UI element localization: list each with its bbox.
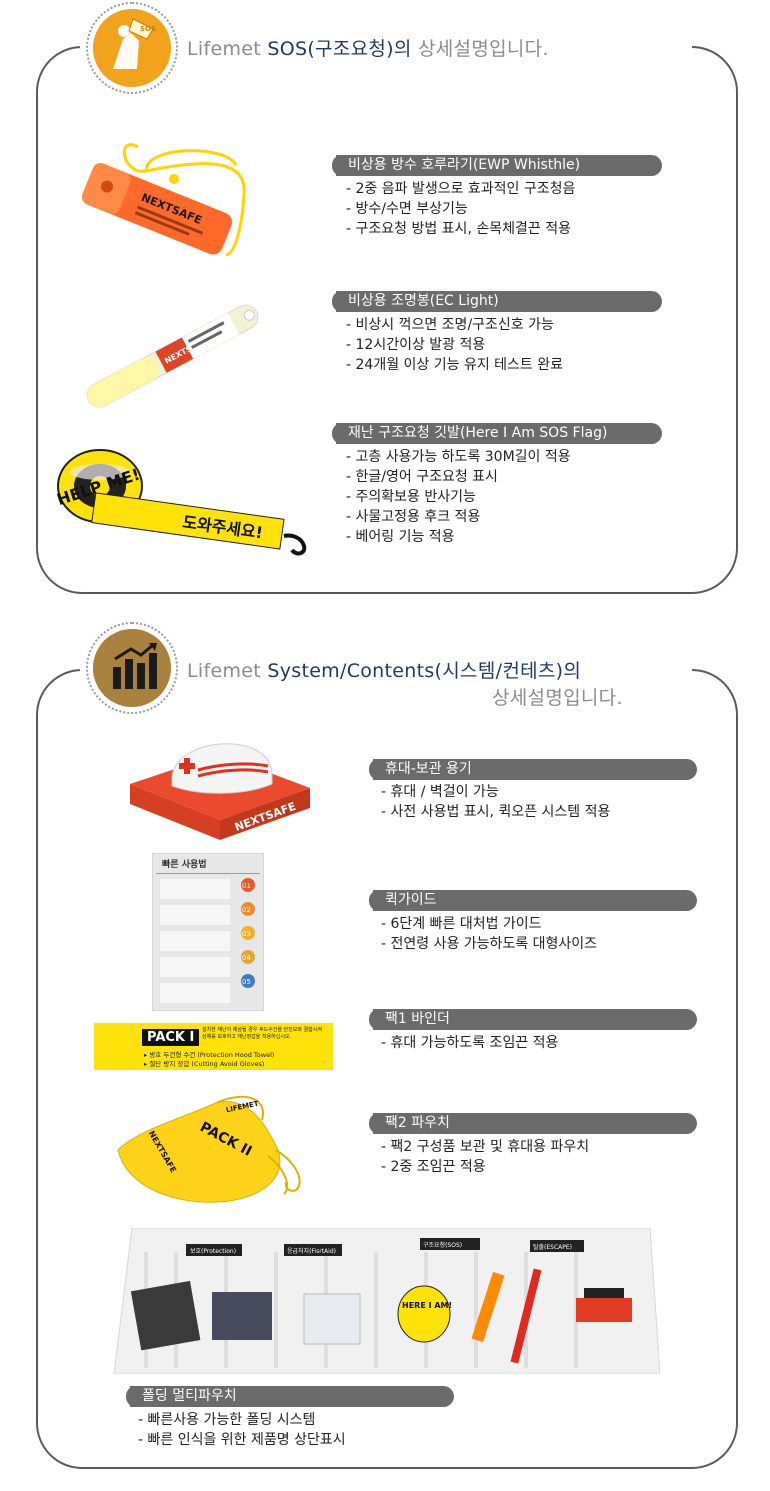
guide-step-1: 01 (242, 882, 251, 890)
pouch-label-firstaid: 응급처치(FisrtAid) (287, 1247, 336, 1255)
guide-bullet-1: - 6단계 빠른 대처법 가이드 (381, 916, 542, 932)
whistle-bullet-2: - 방수/수면 부상기능 (346, 201, 468, 217)
pack2-bullet-2: - 2중 조임끈 적용 (381, 1159, 486, 1175)
pack1-item-2: ▸ 절단 방지 장갑 (Cutting Avoid Gloves) (144, 1060, 265, 1068)
flag-bullet-1: - 고층 사용가능 하도록 30M길이 적용 (346, 449, 571, 465)
product-name-pack2: 팩2 파우치 (369, 1113, 697, 1134)
pack1-title: PACK I (142, 1029, 200, 1046)
container-bullet-1: - 휴대 / 벽걸이 가능 (381, 784, 499, 800)
flag-bullet-2: - 한글/영어 구조요청 표시 (346, 469, 498, 485)
guide-step-list: 01 02 03 04 05 (160, 878, 255, 1003)
product-name-whistle: 비상용 방수 호루라기(EWP Whisthle) (332, 155, 662, 176)
product-name-flag: 재난 구조요청 깃발(Here I Am SOS Flag) (332, 423, 662, 444)
system-section-title-line2: 상세설명입니다. (492, 687, 623, 709)
sos-section-title: Lifemet SOS(구조요청)의 상세설명입니다. (187, 38, 549, 60)
light-stick-image: NEXTSAFE (86, 304, 259, 408)
light-bullet-2: - 12시간이상 발광 적용 (346, 337, 486, 353)
sos-person-icon: SOS (93, 9, 171, 87)
light-bullet-1: - 비상시 꺽으면 조명/구조신호 가능 (346, 317, 554, 333)
guide-step-4: 04 (242, 954, 251, 962)
guide-step-3: 03 (242, 930, 251, 938)
guide-step-5: 05 (242, 978, 251, 986)
sos-badge: SOS (86, 2, 178, 94)
flag-bullet-5: - 베어링 기능 적용 (346, 529, 455, 545)
product-name-light: 비상용 조명봉(EC Light) (332, 291, 662, 312)
pack1-label-image: PACK I 설치한 재난이 예상될 경우 후드수건을 안전모와 결합시켜 상체… (94, 1023, 333, 1070)
system-badge (86, 622, 178, 714)
pouch-label-protection: 보호(Protection) (190, 1248, 236, 1255)
sos-badge-text: SOS (140, 25, 156, 33)
multi-pouch-image: 보호(Protection) 응급처치(FisrtAid) 구조요청(SOS) … (114, 1228, 660, 1374)
pack2-bullet-1: - 팩2 구성품 보관 및 휴대용 파우치 (381, 1139, 590, 1155)
pack1-desc: 설치한 재난이 예상될 경우 후드수건을 안전모와 결합시켜 상체를 보호하고 … (202, 1027, 322, 1040)
pouch-flag-text: HERE I AM! (402, 1301, 452, 1310)
whistle-bullet-1: - 2중 음파 발생으로 효과적인 구조청음 (346, 181, 576, 197)
guide-title: 빠른 사용법 (162, 858, 207, 870)
product-name-guide: 퀵가이드 (369, 890, 697, 911)
quick-guide-image: 빠른 사용법 01 02 03 04 05 (152, 853, 264, 1011)
product-name-pack1: 팩1 바인더 (369, 1009, 697, 1030)
multi-pouch-bullet-1: - 빠른사용 가능한 폴딩 시스템 (138, 1412, 316, 1428)
pouch-label-escape: 탈출(ESCAPE) (533, 1243, 572, 1251)
flag-bullet-4: - 사물고정용 후크 적용 (346, 509, 481, 525)
guide-bullet-2: - 전연령 사용 가능하도록 대형사이즈 (381, 936, 598, 952)
sos-flag-image: 도와주세요! HELP ME! (55, 449, 307, 556)
system-frame-gap (80, 666, 692, 672)
pack2-pouch-image: PACK II NEXTSAFE LIFEMET (117, 1095, 301, 1203)
bar-chart-icon (93, 629, 171, 707)
whistle-image: NEXTSAFE (81, 143, 246, 257)
multi-pouch-bullet-2: - 빠른 인식을 위한 제품명 상단표시 (138, 1432, 346, 1448)
product-name-container: 휴대-보관 용기 (369, 759, 697, 780)
whistle-bullet-3: - 구조요청 방법 표시, 손목체결끈 적용 (346, 221, 571, 237)
pouch-label-sos: 구조요청(SOS) (423, 1242, 462, 1249)
container-bullet-2: - 사전 사용법 표시, 퀵오픈 시스템 적용 (381, 804, 611, 820)
helmet-box-image: NEXTSAFE (130, 743, 310, 840)
light-bullet-3: - 24개월 이상 기능 유지 테스트 완료 (346, 357, 564, 373)
flag-bullet-3: - 주의확보용 반사기능 (346, 489, 476, 505)
system-section-title: Lifemet System/Contents(시스템/컨테츠)의 (187, 660, 582, 682)
sos-frame-gap (80, 43, 692, 49)
pack1-item-1: ▸ 방호 두건형 수건 (Protection Hood Towel) (144, 1051, 275, 1059)
guide-step-2: 02 (242, 906, 251, 914)
pack1-bullet-1: - 휴대 가능하도록 조임끈 적용 (381, 1035, 559, 1051)
product-name-multi-pouch: 폴딩 멀티파우치 (126, 1386, 454, 1407)
